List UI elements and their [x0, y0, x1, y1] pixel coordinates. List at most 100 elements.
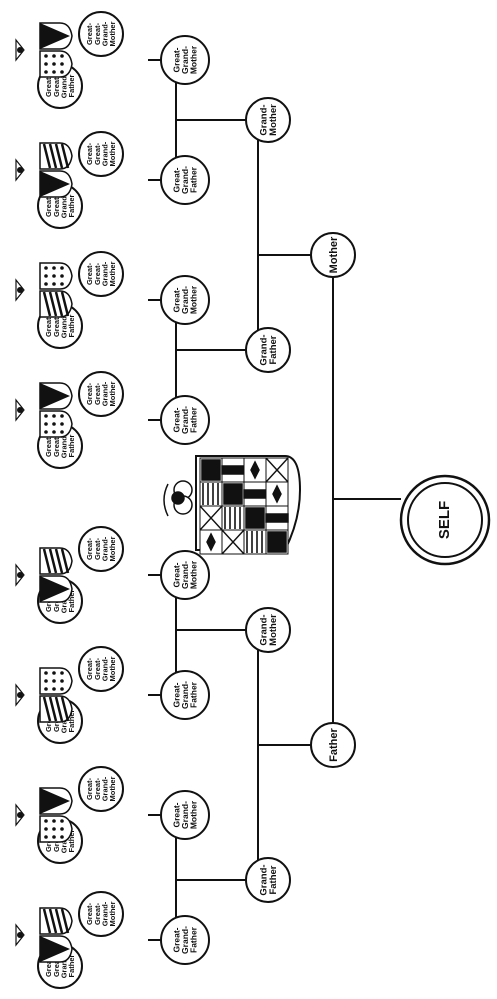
great-great-grandparent-node-label: Great-Great-Grand-Mother — [85, 261, 117, 286]
ancestor-shield-icon — [15, 547, 73, 603]
great-grandparent-node: Great-Grand-Father — [160, 155, 210, 205]
great-great-grandparent-node: Great-Great-Grand-Mother — [78, 131, 124, 177]
label-line: Great- — [171, 287, 181, 312]
arms-quarter — [265, 457, 289, 483]
label-line: Father — [67, 709, 76, 732]
mother-node-label: Mother — [328, 236, 340, 273]
great-grandparent-node: Great-Grand-Mother — [160, 35, 210, 85]
grandparent-node: Grand-Mother — [245, 607, 291, 653]
grandparent-node-label: Grand-Mother — [258, 614, 279, 646]
label-line: Great- — [52, 434, 61, 457]
great-grandparent-node-label: Great-Grand-Mother — [171, 45, 198, 74]
self-node: SELF — [399, 474, 491, 566]
label-line: Great- — [171, 802, 181, 827]
label-line: Mother — [189, 800, 199, 829]
label-line: Grand- — [100, 536, 109, 561]
label-line: Mother — [108, 21, 117, 46]
label-line: Father — [67, 314, 76, 337]
great-great-grandparent-node-label: Great-Great-Grand-Mother — [85, 141, 117, 166]
great-great-grandparent-node: Great-Great-Grand-Mother — [78, 766, 124, 812]
great-great-grandparent-node-label: Great-Great-Grand-Father — [44, 433, 76, 458]
label-line: Grand- — [59, 73, 68, 98]
arms-quarter — [199, 505, 223, 531]
label-line: Father — [328, 727, 340, 761]
arms-quarter — [265, 505, 289, 531]
great-grandparent-node: Great-Grand-Father — [160, 395, 210, 445]
label-line: Grand- — [180, 801, 190, 829]
arms-quarter — [221, 457, 245, 483]
label-line: Grand- — [100, 381, 109, 406]
label-line: Father — [67, 434, 76, 457]
great-grandparent-node: Great-Grand-Mother — [160, 550, 210, 600]
label-line: Grand- — [100, 901, 109, 926]
label-line: Great- — [93, 22, 102, 45]
great-grandparent-node: Great-Grand-Mother — [160, 790, 210, 840]
label-line: Great- — [44, 194, 53, 217]
label-line: Grand- — [100, 656, 109, 681]
label-line: Mother — [108, 141, 117, 166]
grandparent-node-label: Grand-Father — [258, 864, 279, 895]
ancestor-nodes: FatherMotherGrand-FatherGrand-MotherGran… — [37, 11, 356, 989]
label-line: Father — [189, 166, 199, 193]
great-grandparent-node: Great-Grand-Father — [160, 670, 210, 720]
great-great-grandparent-node-label: Great-Great-Grand-Father — [44, 953, 76, 978]
great-grandparent-node-label: Great-Grand-Father — [171, 681, 198, 709]
label-line: Great- — [44, 314, 53, 337]
label-line: Grand- — [59, 953, 68, 978]
label-line: Great- — [171, 682, 181, 707]
great-great-grandparent-node: Great-Great-Grand-Mother — [78, 646, 124, 692]
label-line: Grand- — [258, 104, 269, 135]
label-line: Grand- — [100, 21, 109, 46]
label-line: Great- — [85, 142, 94, 165]
great-great-grandparent-node-label: Great-Great-Grand-Father — [44, 73, 76, 98]
arms-quarter — [243, 505, 267, 531]
label-line: Father — [67, 74, 76, 97]
grandparent-node: Grand-Father — [245, 327, 291, 373]
arms-quarter — [199, 529, 223, 555]
label-line: Great- — [93, 382, 102, 405]
label-line: Great- — [44, 74, 53, 97]
label-line: Grand- — [258, 864, 269, 895]
label-line: Mother — [189, 45, 199, 74]
label-line: Great- — [93, 262, 102, 285]
great-great-grandparent-node-label: Great-Great-Grand-Mother — [85, 901, 117, 926]
label-line: Great- — [85, 22, 94, 45]
label-line: Mother — [189, 560, 199, 589]
great-great-grandparent-node-label: Great-Great-Grand-Mother — [85, 776, 117, 801]
label-line: Father — [189, 681, 199, 708]
label-line: Great- — [93, 657, 102, 680]
label-line: Grand- — [59, 433, 68, 458]
grandparent-node: Grand-Father — [245, 857, 291, 903]
arms-quarter — [265, 529, 289, 555]
label-line: Great- — [85, 902, 94, 925]
ancestor-shield-icon — [15, 142, 73, 198]
great-grandparent-node-label: Great-Grand-Father — [171, 166, 198, 194]
label-line: Great- — [85, 262, 94, 285]
ancestor-shield-icon — [15, 907, 73, 963]
ancestor-shield-icon — [15, 22, 73, 78]
label-line: Mother — [328, 236, 340, 273]
grandparent-node-label: Grand-Father — [258, 334, 279, 365]
label-line: Mother — [108, 776, 117, 801]
label-line: Great- — [93, 142, 102, 165]
great-great-grandparent-node-label: Great-Great-Grand-Mother — [85, 381, 117, 406]
label-line: Grand- — [100, 261, 109, 286]
arms-quarter — [199, 457, 223, 483]
great-grandparent-node-label: Great-Grand-Mother — [171, 800, 198, 829]
label-line: Grand- — [180, 926, 190, 954]
label-line: Great- — [93, 537, 102, 560]
great-great-grandparent-node-label: Great-Great-Grand-Mother — [85, 656, 117, 681]
label-line: Mother — [268, 104, 279, 136]
central-coat-of-arms — [163, 455, 302, 555]
label-line: Grand- — [258, 614, 269, 645]
great-great-grandparent-node-label: Great-Great-Grand-Mother — [85, 21, 117, 46]
label-line: Grand- — [180, 166, 190, 194]
label-line: Father — [189, 926, 199, 953]
great-great-grandparent-node-label: Great-Great-Grand-Mother — [85, 536, 117, 561]
label-line: Grand- — [100, 141, 109, 166]
great-grandparent-node-label: Great-Grand-Mother — [171, 285, 198, 314]
great-great-grandparent-node: Great-Great-Grand-Mother — [78, 891, 124, 937]
label-line: Great- — [52, 194, 61, 217]
label-line: Grand- — [180, 286, 190, 314]
